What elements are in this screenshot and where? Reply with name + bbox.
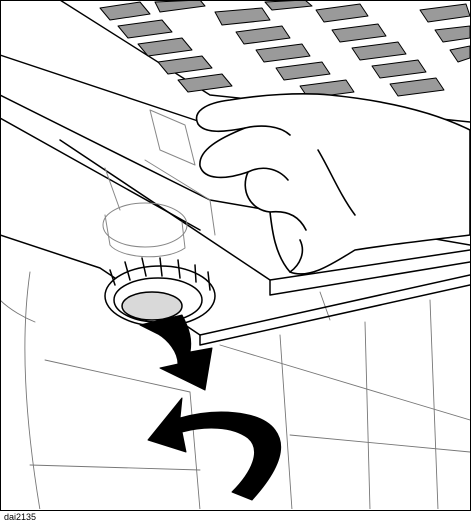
hand xyxy=(197,94,470,274)
light-bulb-removal-drawing xyxy=(0,0,471,510)
halogen-bulb xyxy=(105,258,215,326)
figure-caption: dai2135 xyxy=(4,512,36,522)
vent-slots xyxy=(100,0,470,98)
wall-tiles xyxy=(0,255,470,510)
bulb-outline-faded xyxy=(103,110,215,257)
pull-down-arrow xyxy=(140,315,212,390)
rotate-arrow xyxy=(148,398,281,500)
